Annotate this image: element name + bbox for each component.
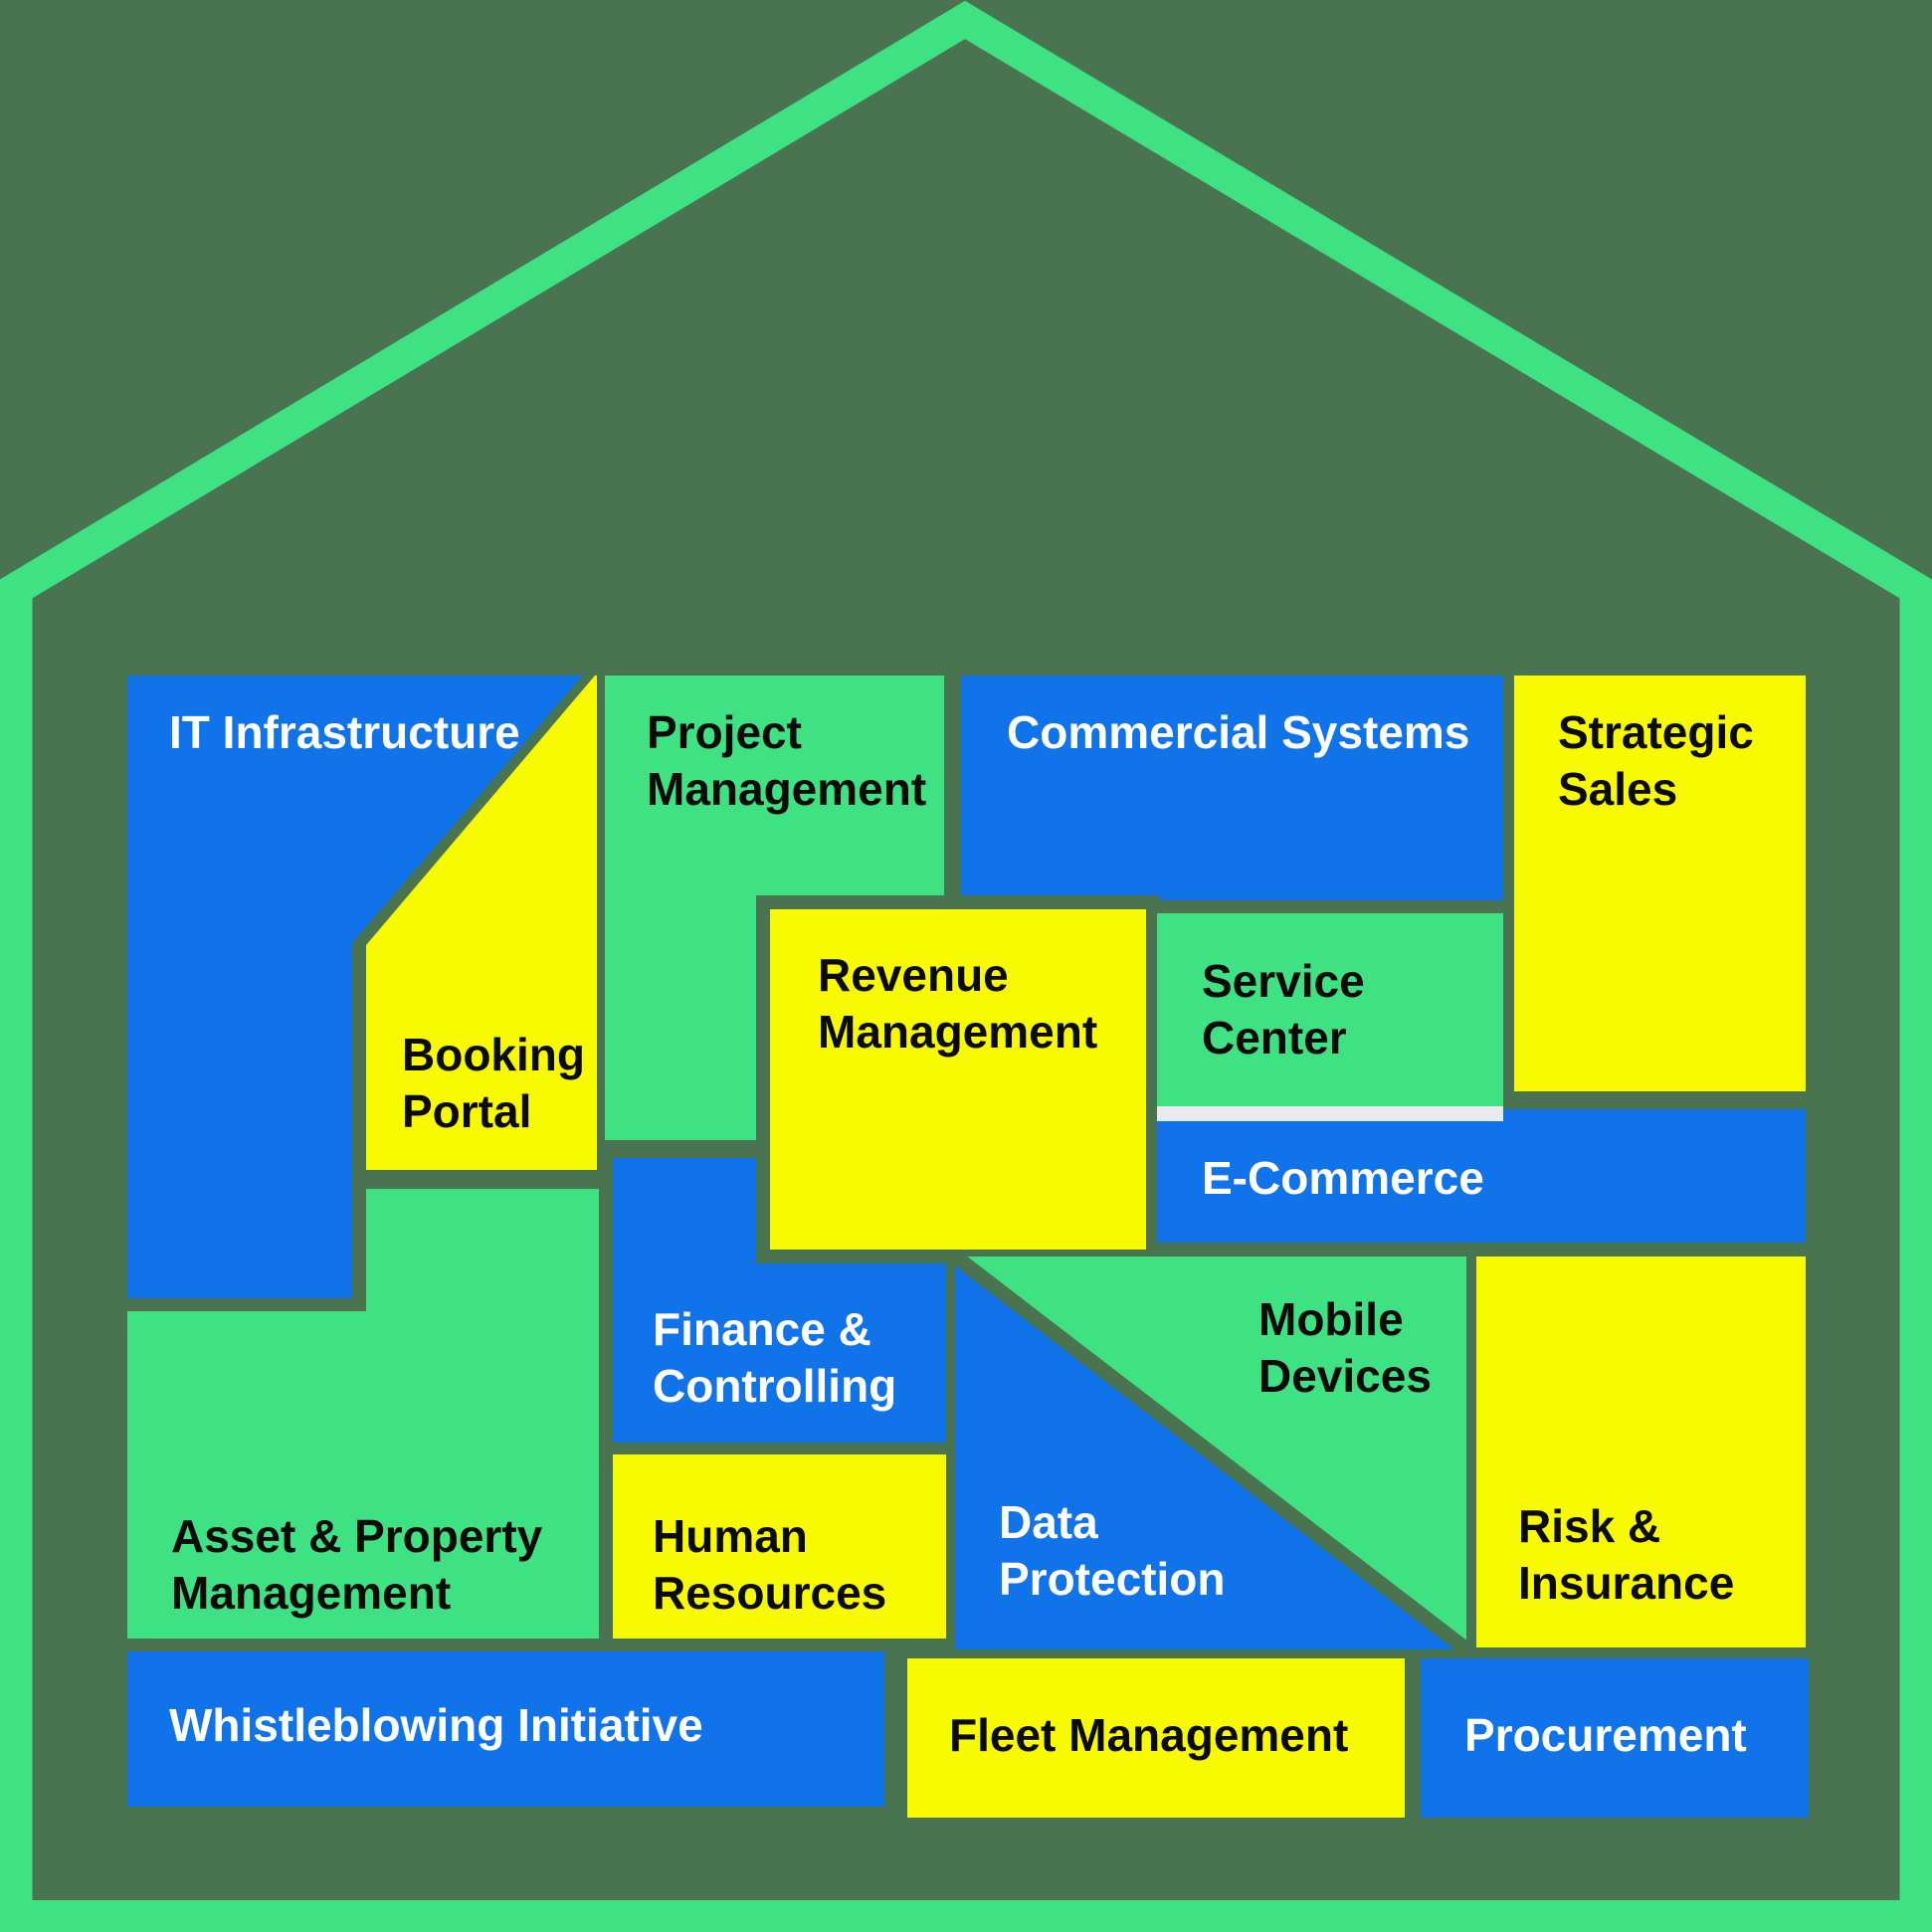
- block-strategic-sales: [1514, 676, 1806, 1091]
- block-procurement: [1421, 1658, 1809, 1818]
- service-center-divider: [1157, 1106, 1503, 1121]
- house-floor-line: [0, 1900, 1932, 1932]
- block-service-center: [1157, 913, 1503, 1106]
- block-it-infrastructure: [127, 676, 583, 1298]
- block-risk-insurance: [1476, 1256, 1806, 1647]
- block-revenue-management: [770, 909, 1146, 1250]
- data-mobile-diagonal-gap: [950, 1251, 1471, 1655]
- block-asset-property-management: [127, 1189, 599, 1639]
- block-human-resources: [613, 1454, 946, 1639]
- block-e-commerce: [1157, 1109, 1806, 1243]
- block-whistleblowing-initiative: [127, 1651, 884, 1807]
- block-booking-portal: [366, 676, 597, 1170]
- block-fleet-management: [907, 1658, 1405, 1818]
- block-commercial-systems: [961, 676, 1503, 900]
